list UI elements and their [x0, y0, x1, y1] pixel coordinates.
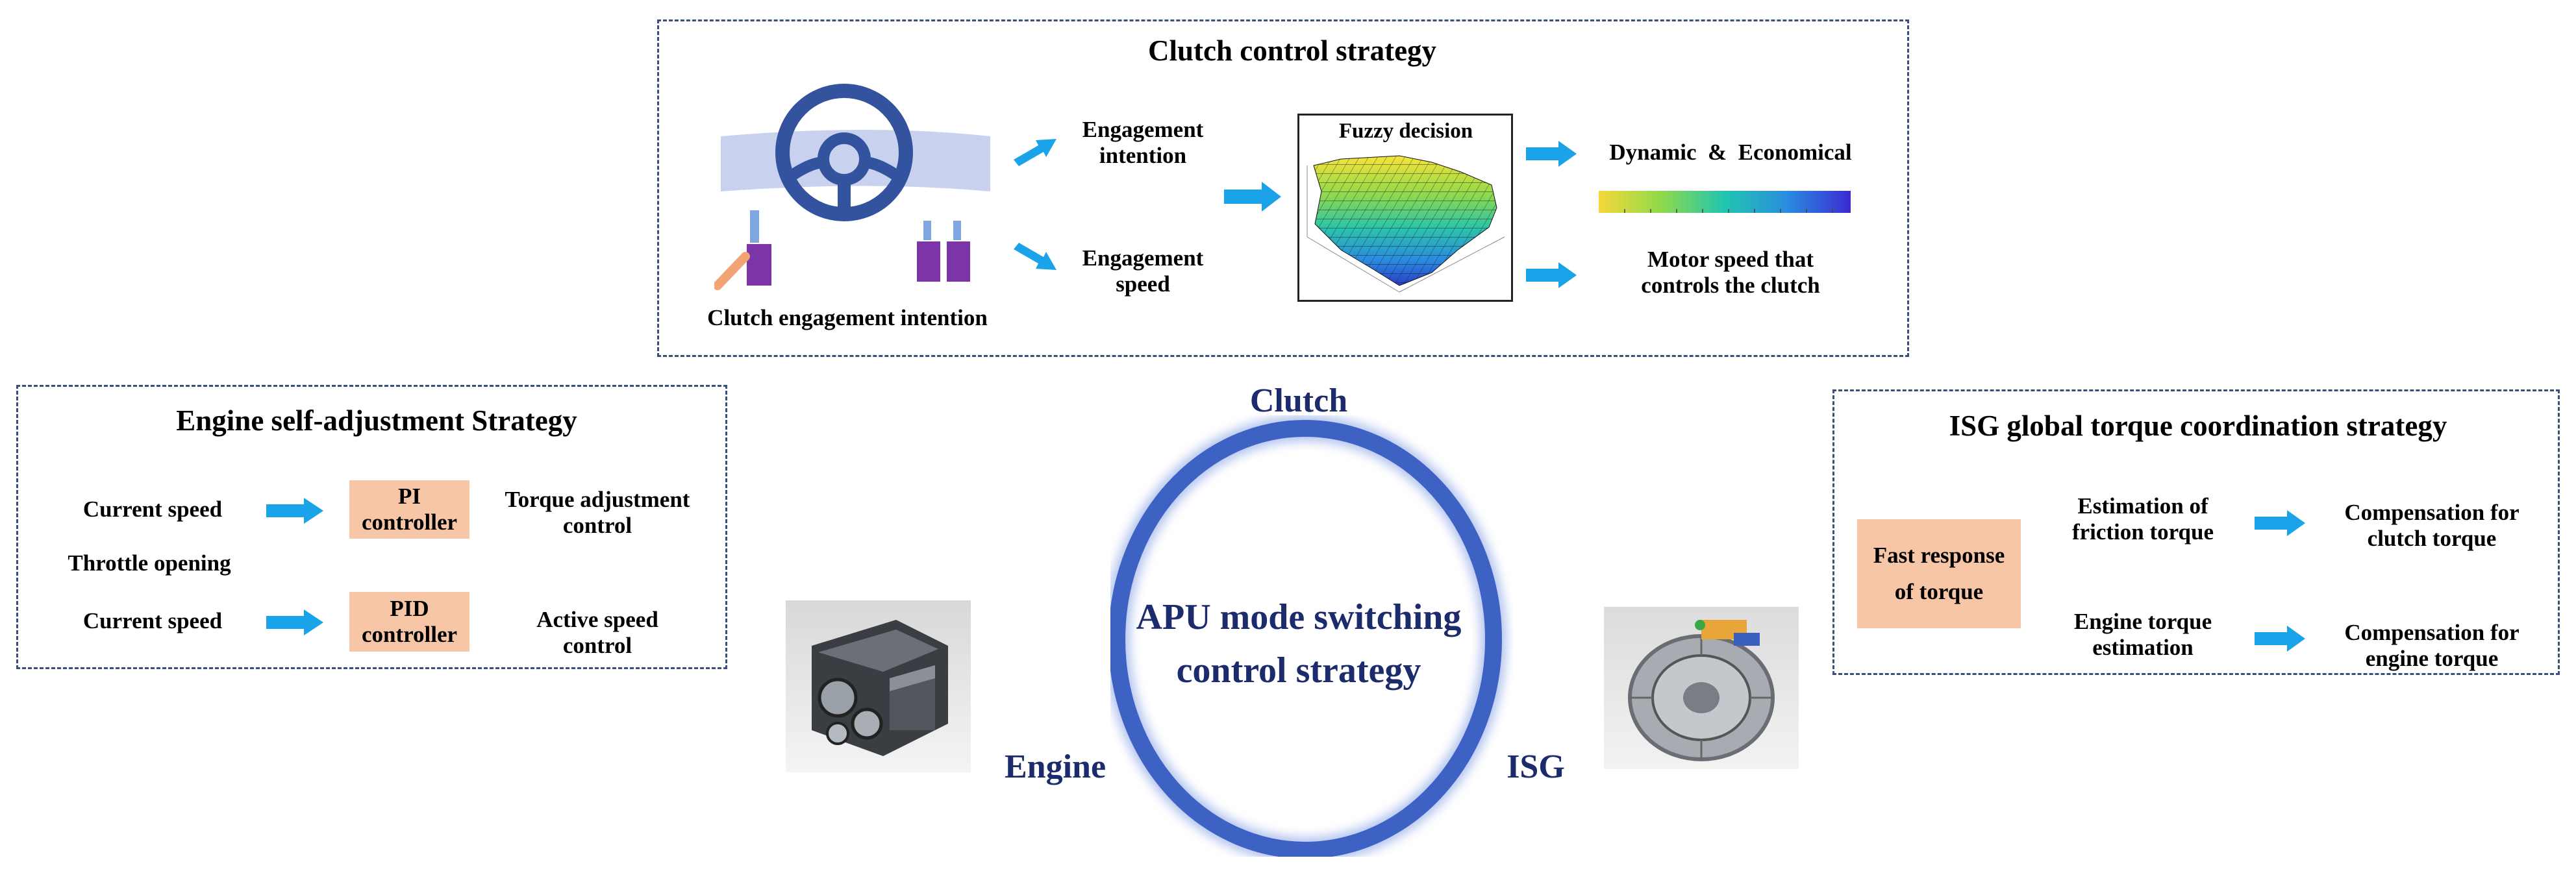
clutch-node-label: Clutch [1249, 382, 1348, 419]
engine-self-adjustment-panel [16, 385, 727, 669]
arrow-to-dynamic-economical [1526, 141, 1577, 167]
motor-speed-label: Motor speed that controls the clutch [1641, 247, 1820, 298]
pid-controller-box: PID controller [349, 592, 469, 652]
engine-photo [786, 600, 971, 772]
arrow-to-compensation-engine [2255, 626, 2305, 652]
arrow-to-fuzzy-decision [1224, 182, 1281, 212]
dynamic-economical-label: Dynamic & Economical [1609, 140, 1852, 165]
active-speed-label: Active speed control [536, 607, 658, 658]
throttle-opening-label: Throttle opening [68, 550, 231, 576]
arrow-to-pid-controller [266, 609, 323, 635]
compensation-clutch-label: Compensation for clutch torque [2344, 500, 2520, 551]
torque-adjustment-label: Torque adjustment control [505, 487, 690, 538]
clutch-control-panel [657, 19, 1909, 357]
engagement-intention-label: Engagement intention [1082, 117, 1204, 168]
arrow-to-motor-speed [1526, 262, 1577, 288]
fast-response-box: Fast response of torque [1857, 519, 2021, 628]
fuzzy-surface-plot [1307, 155, 1505, 293]
apu-strategy-title: APU mode switching control strategy [1136, 597, 1462, 691]
colorbar [1599, 191, 1851, 213]
current-speed-1-label: Current speed [82, 497, 223, 522]
engine-node-label: Engine [1004, 748, 1107, 785]
isg-torque-coordination-panel [1832, 389, 2560, 675]
current-speed-2-label: Current speed [82, 608, 223, 633]
ring [1110, 415, 1507, 857]
arrow-to-engagement-speed [1014, 243, 1057, 270]
arrow-to-compensation-clutch [2255, 510, 2305, 536]
arrow-to-engagement-intention [1014, 139, 1057, 166]
pi-controller-box: PI controller [349, 480, 469, 539]
engine-panel-title: Engine self-adjustment Strategy [176, 404, 577, 437]
pedal-icon [714, 210, 970, 290]
clutch-engagement-intention-caption: Clutch engagement intention [707, 305, 988, 330]
compensation-engine-label: Compensation for engine torque [2344, 620, 2520, 671]
isg-node-label: ISG [1507, 748, 1565, 785]
clutch-panel-title: Clutch control strategy [1147, 34, 1437, 67]
isg-panel-title: ISG global torque coordination strategy [1949, 410, 2447, 442]
engagement-speed-label: Engagement speed [1082, 245, 1204, 297]
arrow-to-pi-controller [266, 498, 323, 524]
engine-torque-estimation-label: Engine torque estimation [2073, 609, 2212, 660]
steering-wheel-icon [721, 84, 990, 221]
fuzzy-decision-title: Fuzzy decision [1338, 119, 1473, 143]
estimation-friction-label: Estimation of friction torque [2071, 493, 2214, 545]
isg-motor-photo [1604, 607, 1799, 769]
